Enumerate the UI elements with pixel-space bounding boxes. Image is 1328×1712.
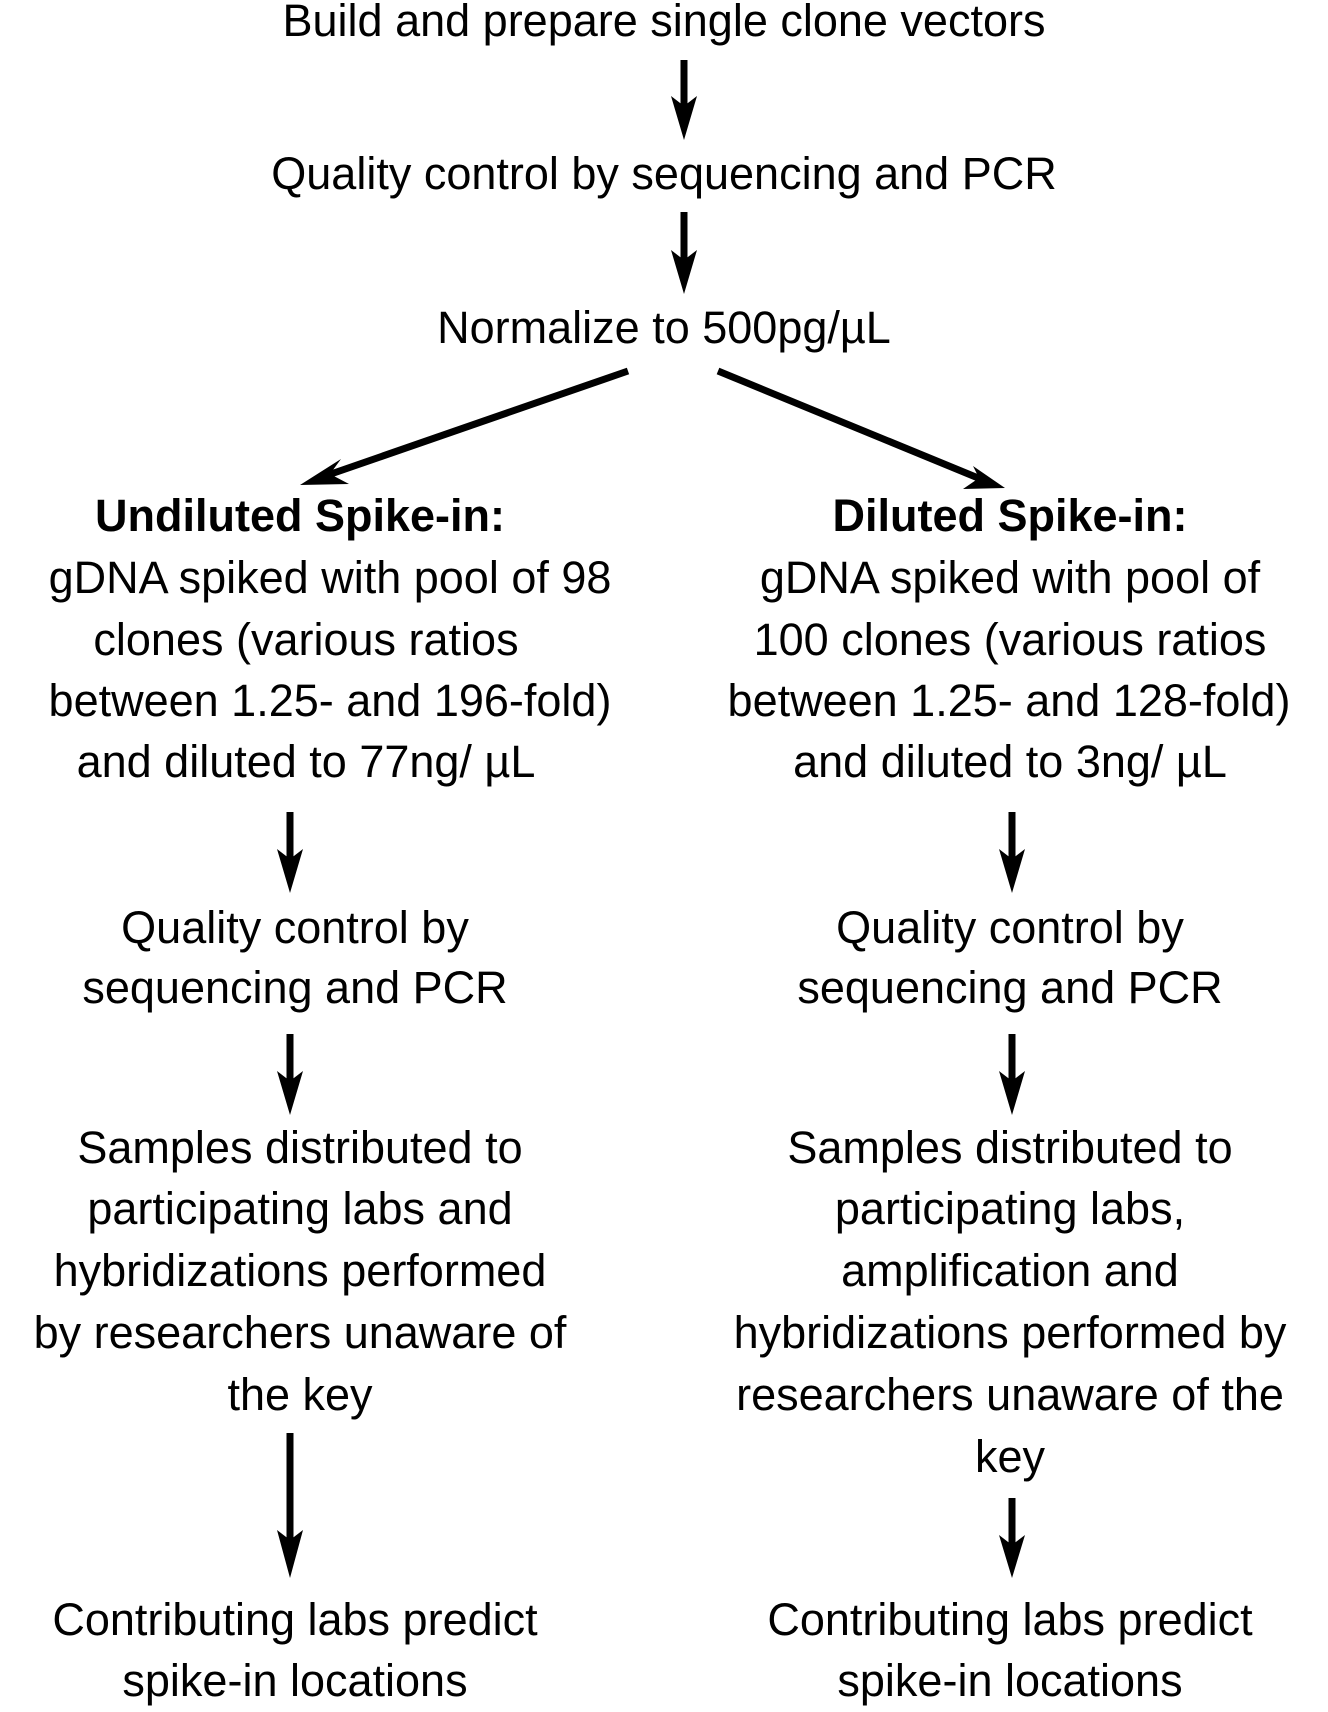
left-distribute-line: the key	[227, 1369, 373, 1420]
arrowhead	[277, 849, 303, 893]
left-distribute-line: hybridizations performed	[53, 1245, 547, 1296]
arrowhead	[300, 459, 349, 485]
step-quality-control: Quality control by sequencing and PCR	[271, 148, 1057, 199]
right-heading: Diluted Spike-in:	[832, 490, 1188, 541]
arrowhead	[999, 1071, 1025, 1115]
right-distribute-line: participating labs,	[834, 1183, 1186, 1234]
right-distribute-line: hybridizations performed by	[733, 1307, 1287, 1358]
arrowhead	[277, 1530, 303, 1578]
right-distribute-line: amplification and	[841, 1245, 1179, 1296]
right-qc-line: Quality control by	[836, 902, 1184, 953]
right-predict-line: spike-in locations	[837, 1655, 1183, 1706]
arrow-normalize-to-left	[326, 367, 630, 479]
left-desc-line: gDNA spiked with pool of 98	[48, 552, 612, 603]
left-desc-line: clones (various ratios	[93, 614, 519, 665]
right-distribute-line: Samples distributed to	[787, 1122, 1233, 1173]
right-qc-line: sequencing and PCR	[797, 962, 1223, 1013]
right-distribute-line: researchers unaware of the	[736, 1369, 1284, 1420]
arrowhead	[671, 250, 697, 294]
left-distribute-line: by researchers unaware of	[33, 1307, 567, 1358]
left-desc-line: and diluted to 77ng/ µL	[76, 736, 536, 787]
left-qc-line: Quality control by	[121, 902, 469, 953]
right-desc-line: and diluted to 3ng/ µL	[793, 736, 1227, 787]
arrowhead	[671, 96, 697, 140]
left-distribute-line: Samples distributed to	[77, 1122, 523, 1173]
arrowhead	[999, 849, 1025, 893]
left-predict-line: spike-in locations	[122, 1655, 468, 1706]
arrowhead	[999, 1535, 1025, 1578]
right-desc-line: between 1.25- and 128-fold)	[727, 675, 1291, 726]
arrow-normalize-to-right	[716, 367, 985, 484]
step-build-vectors: Build and prepare single clone vectors	[282, 0, 1046, 46]
left-heading: Undiluted Spike-in:	[95, 490, 505, 541]
right-predict-line: Contributing labs predict	[767, 1594, 1253, 1645]
arrowhead	[963, 466, 1005, 489]
right-desc-line: gDNA spiked with pool of	[759, 552, 1261, 603]
left-qc-line: sequencing and PCR	[82, 962, 508, 1013]
right-distribute-line: key	[974, 1431, 1046, 1482]
left-distribute-line: participating labs and	[87, 1183, 513, 1234]
arrowhead	[277, 1071, 303, 1115]
left-predict-line: Contributing labs predict	[52, 1594, 538, 1645]
step-normalize: Normalize to 500pg/µL	[437, 302, 891, 353]
right-desc-line: 100 clones (various ratios	[753, 614, 1267, 665]
left-desc-line: between 1.25- and 196-fold)	[48, 675, 612, 726]
